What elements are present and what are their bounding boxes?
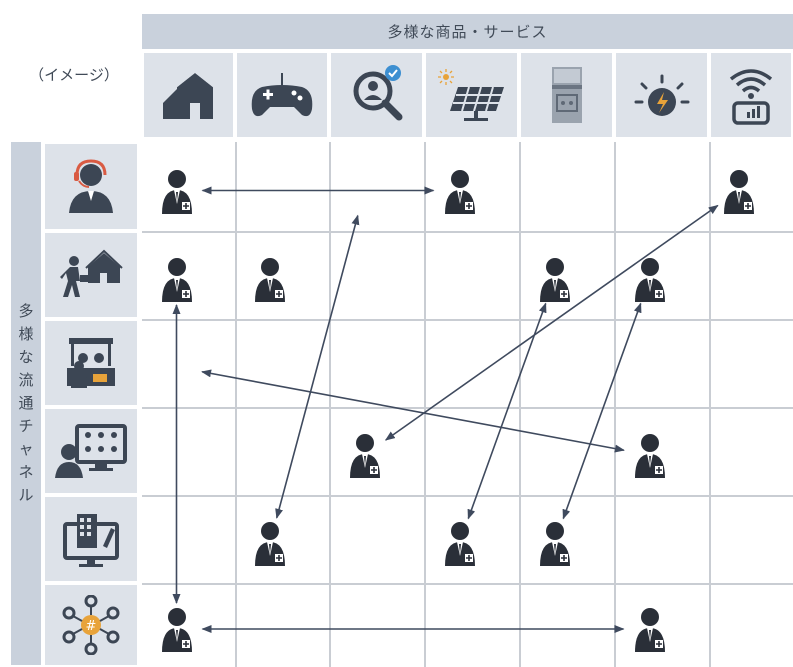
customer-person-icon bbox=[634, 608, 665, 652]
game-controller-icon bbox=[251, 73, 313, 117]
lightbulb-icon bbox=[634, 74, 689, 116]
channel-cell bbox=[45, 144, 137, 229]
online-meeting-icon bbox=[55, 424, 127, 478]
channels-header-char: 流 bbox=[18, 371, 34, 389]
connection-arrow bbox=[201, 369, 625, 453]
customer-person-icon bbox=[539, 522, 570, 566]
channels-header-char: ル bbox=[18, 486, 34, 504]
customer-person-icon bbox=[444, 522, 475, 566]
channels-header-char: ネ bbox=[18, 463, 34, 481]
channels-header-char: チ bbox=[18, 417, 34, 435]
channels-header-char: 通 bbox=[18, 394, 34, 412]
customer-person-icon bbox=[161, 169, 192, 214]
call-center-icon bbox=[69, 158, 113, 213]
grid-row-divider bbox=[142, 583, 793, 585]
grid-row-divider bbox=[142, 495, 793, 497]
solar-panel-icon bbox=[437, 69, 504, 121]
connection-arrow bbox=[275, 214, 360, 519]
water-server-icon bbox=[551, 67, 582, 123]
house-icon bbox=[162, 69, 216, 119]
search-person-icon bbox=[353, 65, 402, 121]
product-cell bbox=[331, 53, 422, 137]
web-site-icon bbox=[63, 514, 119, 567]
connection-arrow bbox=[467, 302, 547, 520]
wifi-router-icon bbox=[729, 69, 773, 125]
customer-person-icon bbox=[161, 608, 192, 652]
connection-arrow bbox=[562, 302, 642, 520]
channels-header-char: 多 bbox=[18, 302, 34, 320]
customer-person-icon bbox=[255, 522, 285, 566]
network-icon: # bbox=[62, 595, 120, 655]
products-header: 多様な商品・サービス bbox=[142, 14, 793, 49]
channels-header-char: な bbox=[18, 348, 34, 366]
customer-person-icon bbox=[161, 258, 192, 302]
customer-person-icon bbox=[724, 169, 754, 214]
channel-cell bbox=[45, 409, 137, 493]
channels-header-char: ャ bbox=[18, 440, 34, 458]
svg-text:#: # bbox=[86, 619, 97, 634]
store-counter-icon bbox=[67, 338, 115, 388]
channels-header-char: 様 bbox=[18, 325, 34, 343]
channels-header: 多様な流通チャネル bbox=[11, 142, 41, 665]
channel-cell bbox=[45, 321, 137, 405]
door-to-door-sales-icon bbox=[60, 249, 123, 297]
connection-arrow bbox=[384, 204, 719, 441]
image-label: （イメージ） bbox=[29, 66, 119, 84]
